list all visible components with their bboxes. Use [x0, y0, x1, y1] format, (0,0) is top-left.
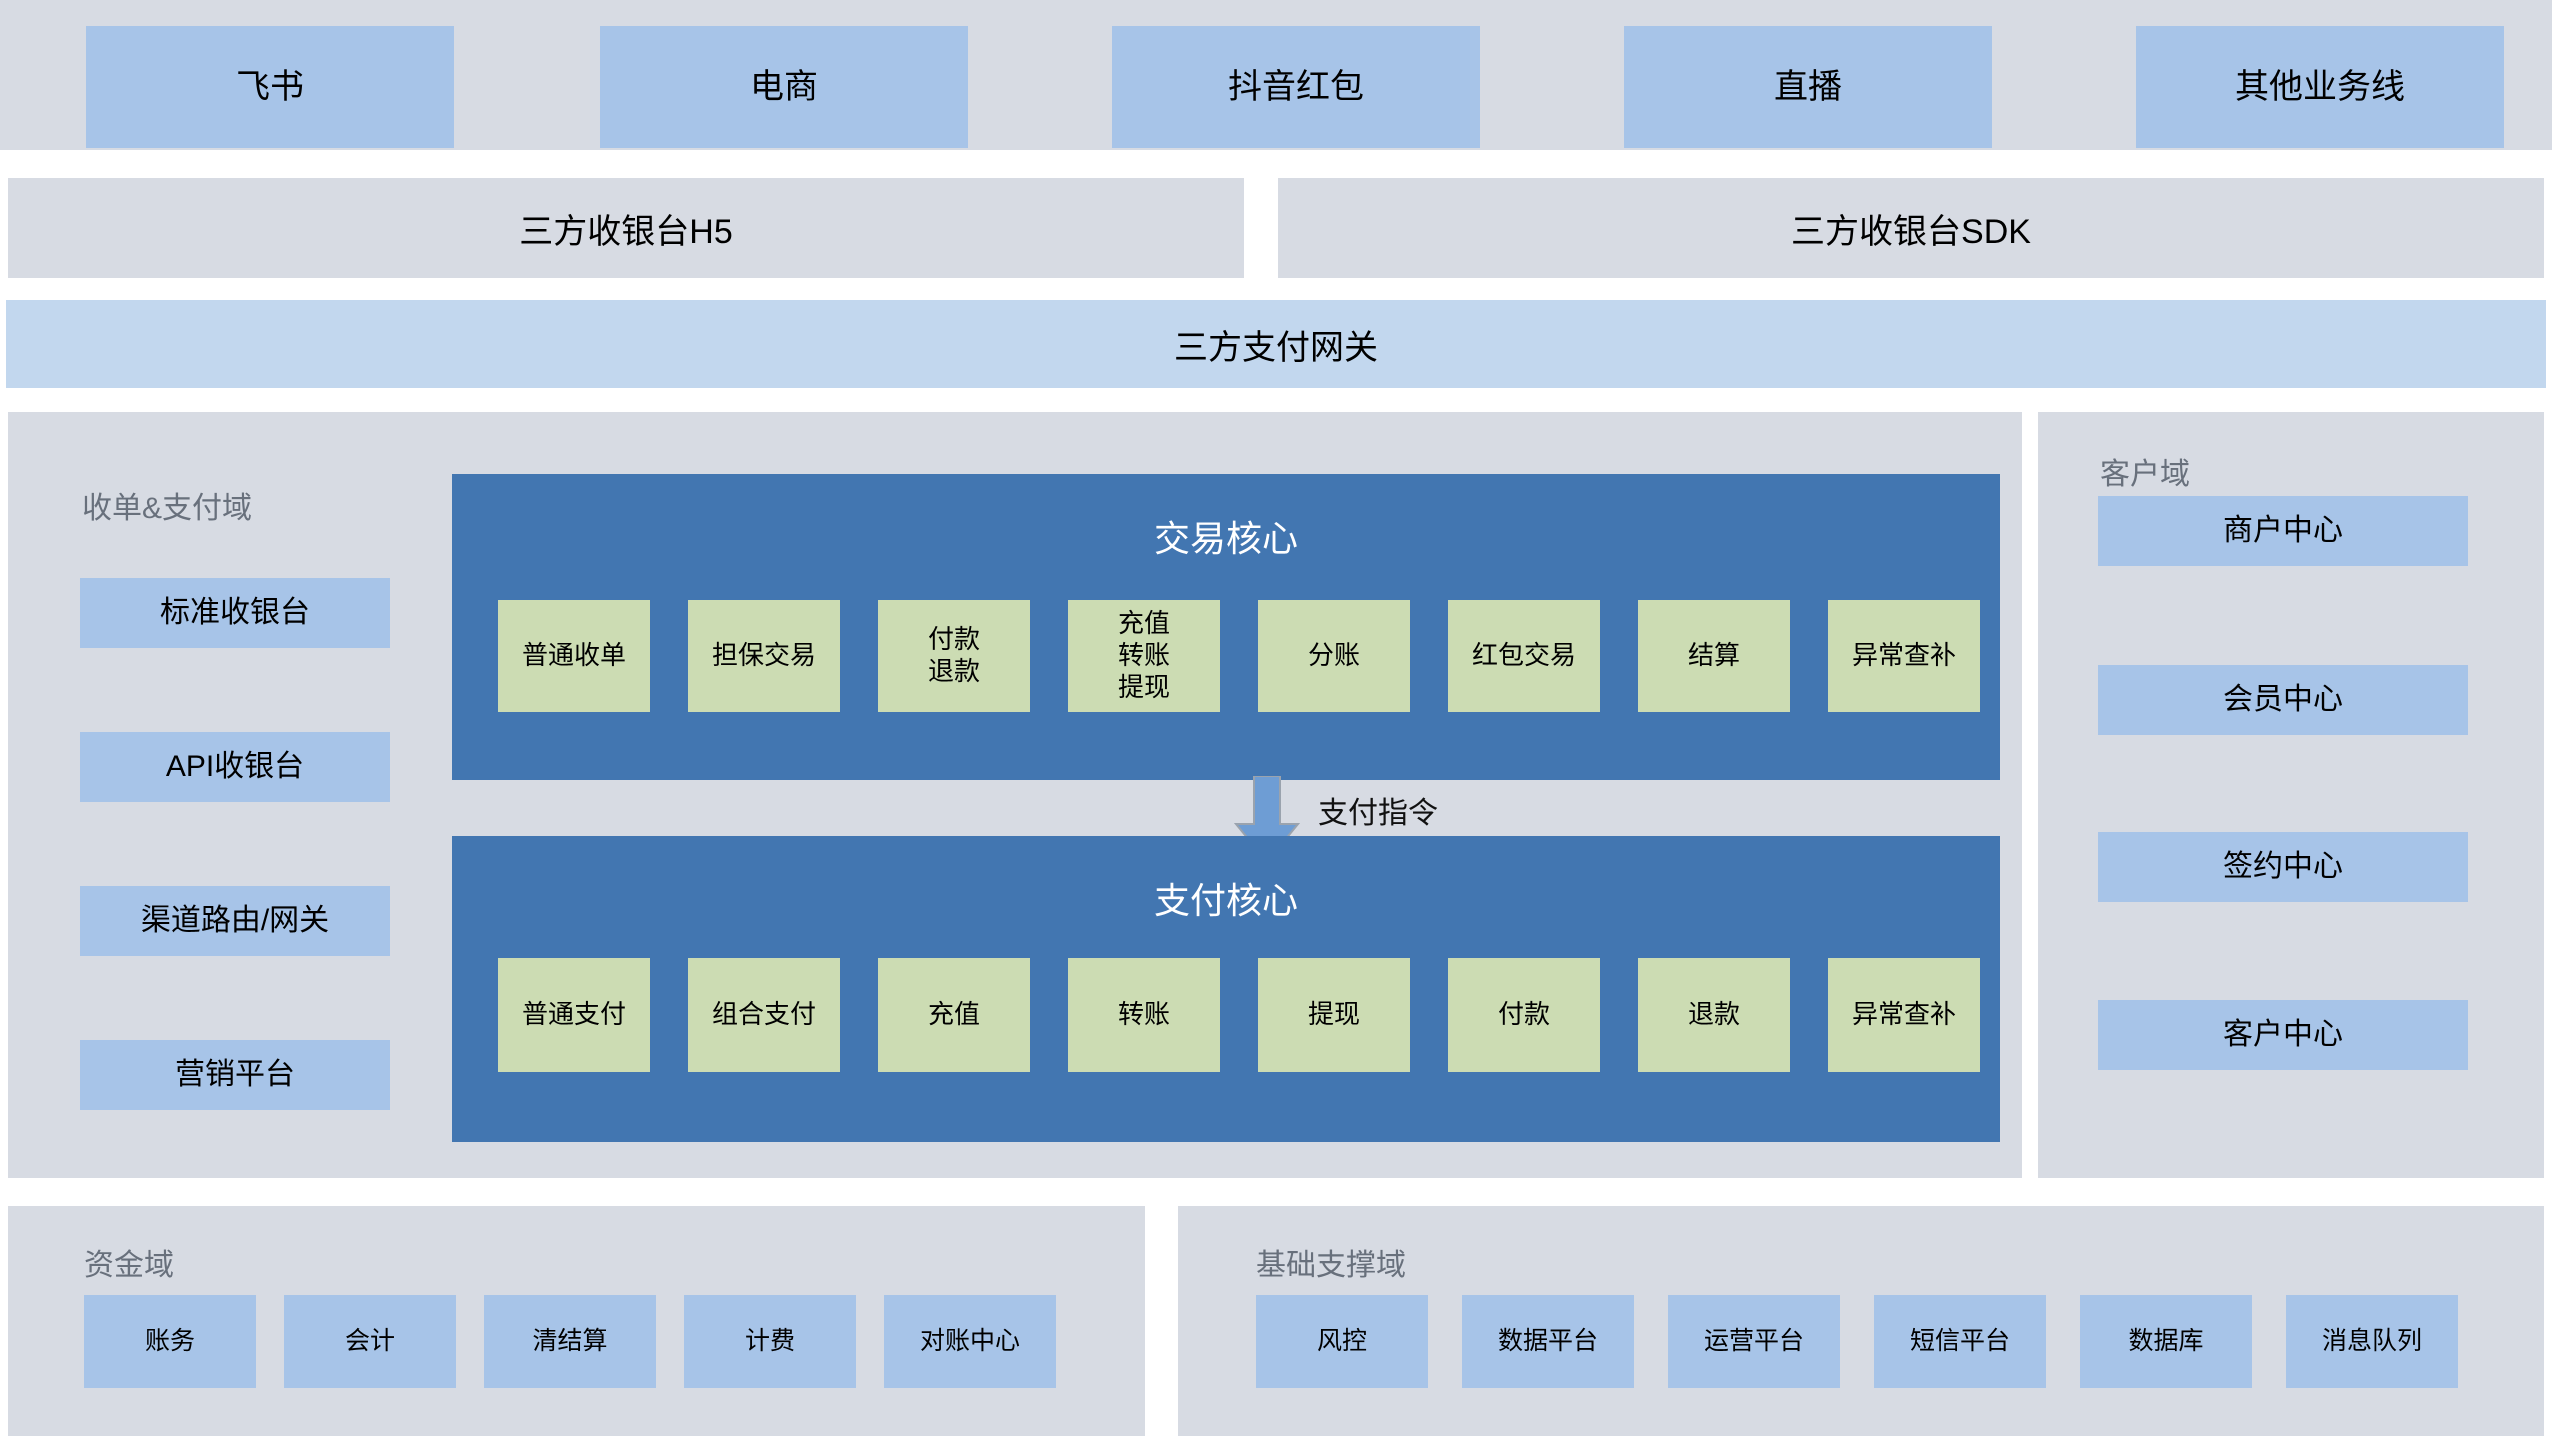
transaction-core-item[interactable]: 充值 转账 提现 [1068, 600, 1220, 712]
payment-core-item[interactable]: 充值 [878, 958, 1030, 1072]
fund-domain-item[interactable]: 清结算 [484, 1295, 656, 1388]
infrastructure-domain-item[interactable]: 运营平台 [1668, 1295, 1840, 1388]
infrastructure-domain-item[interactable]: 短信平台 [1874, 1295, 2046, 1388]
transaction-core-item[interactable]: 担保交易 [688, 600, 840, 712]
infrastructure-domain-item[interactable]: 风控 [1256, 1295, 1428, 1388]
acquiring-item-tile[interactable]: 营销平台 [80, 1040, 390, 1110]
acquiring-item-tile[interactable]: 渠道路由/网关 [80, 886, 390, 956]
cashier-band-h5[interactable]: 三方收银台H5 [8, 178, 1244, 278]
payment-core-item[interactable]: 转账 [1068, 958, 1220, 1072]
fund-domain-item[interactable]: 账务 [84, 1295, 256, 1388]
transaction-core-item[interactable]: 异常查补 [1828, 600, 1980, 712]
customer-domain-item[interactable]: 会员中心 [2098, 665, 2468, 735]
acquiring-item-tile[interactable]: 标准收银台 [80, 578, 390, 648]
customer-domain-item[interactable]: 客户中心 [2098, 1000, 2468, 1070]
cashier-band-sdk[interactable]: 三方收银台SDK [1278, 178, 2544, 278]
fund-domain-title: 资金域 [84, 1249, 174, 1282]
payment-gateway-band[interactable]: 三方支付网关 [6, 300, 2546, 388]
business-line-tile[interactable]: 直播 [1624, 26, 1992, 148]
customer-domain-item[interactable]: 商户中心 [2098, 496, 2468, 566]
transaction-core-item[interactable]: 红包交易 [1448, 600, 1600, 712]
acquiring-payment-domain-title: 收单&支付域 [82, 492, 253, 525]
fund-domain-item[interactable]: 计费 [684, 1295, 856, 1388]
infrastructure-domain-item[interactable]: 消息队列 [2286, 1295, 2458, 1388]
payment-core-item[interactable]: 组合支付 [688, 958, 840, 1072]
payment-core-item[interactable]: 普通支付 [498, 958, 650, 1072]
business-line-tile[interactable]: 飞书 [86, 26, 454, 148]
payment-core-title: 支付核心 [1153, 880, 1298, 921]
fund-domain-item[interactable]: 对账中心 [884, 1295, 1056, 1388]
transaction-core-item[interactable]: 结算 [1638, 600, 1790, 712]
payment-core-item[interactable]: 付款 [1448, 958, 1600, 1072]
payment-core-item[interactable]: 退款 [1638, 958, 1790, 1072]
payment-core-item[interactable]: 提现 [1258, 958, 1410, 1072]
customer-domain-title: 客户域 [2100, 458, 2190, 491]
business-line-tile[interactable]: 电商 [600, 26, 968, 148]
transaction-core-title: 交易核心 [1153, 518, 1298, 559]
transaction-core-item[interactable]: 普通收单 [498, 600, 650, 712]
infrastructure-domain-title: 基础支撑域 [1256, 1249, 1406, 1282]
transaction-core-item[interactable]: 付款 退款 [878, 600, 1030, 712]
infrastructure-domain-item[interactable]: 数据平台 [1462, 1295, 1634, 1388]
customer-domain-item[interactable]: 签约中心 [2098, 832, 2468, 902]
transaction-core-item[interactable]: 分账 [1258, 600, 1410, 712]
business-line-tile[interactable]: 其他业务线 [2136, 26, 2504, 148]
payment-core-item[interactable]: 异常查补 [1828, 958, 1980, 1072]
acquiring-item-tile[interactable]: API收银台 [80, 732, 390, 802]
flow-arrow-label: 支付指令 [1318, 797, 1438, 830]
business-line-tile[interactable]: 抖音红包 [1112, 26, 1480, 148]
infrastructure-domain-item[interactable]: 数据库 [2080, 1295, 2252, 1388]
fund-domain-item[interactable]: 会计 [284, 1295, 456, 1388]
